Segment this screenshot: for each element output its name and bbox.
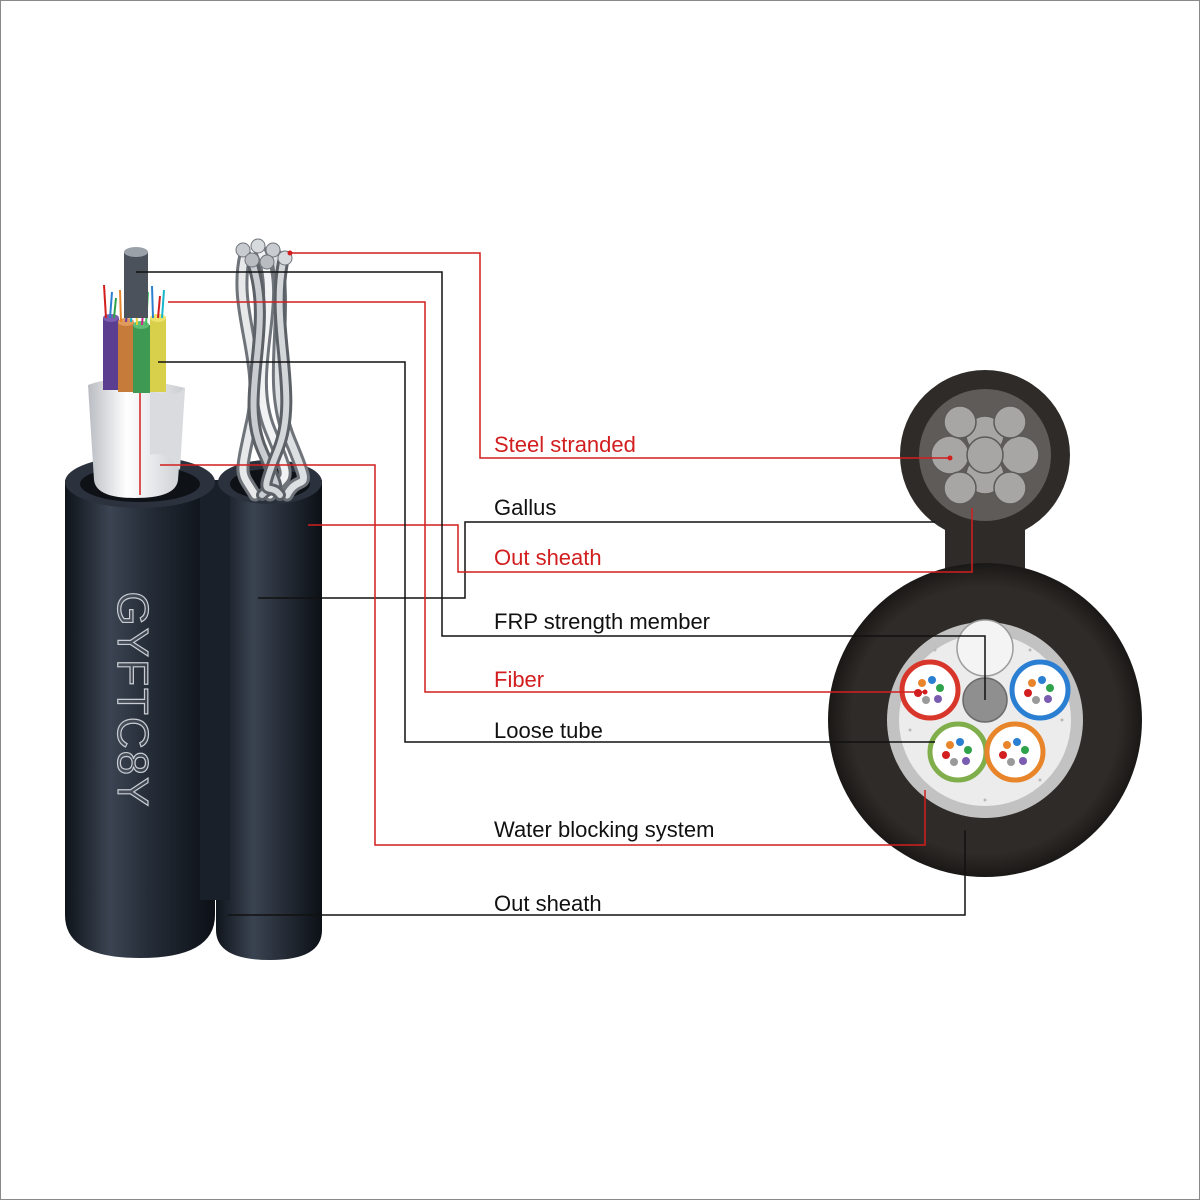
label-fiber: Fiber — [494, 667, 544, 692]
label-out-sheath-top: Out sheath — [494, 545, 602, 570]
callout-dots — [287, 250, 953, 695]
loose-tube-orange — [984, 721, 1046, 783]
callout-fiber-line — [168, 301, 925, 693]
callout-out-sheath-top-line — [308, 508, 973, 573]
label-water-blocking-system: Water blocking system — [494, 817, 714, 842]
cable-cutaway-icon: GYFTC8Y — [65, 238, 322, 960]
callout-out-sheath-bottom-line — [228, 830, 966, 916]
label-frp-strength-member: FRP strength member — [494, 609, 710, 634]
label-out-sheath-bottom: Out sheath — [494, 891, 602, 916]
loose-tube-green — [927, 721, 989, 783]
callout-loose-tube-line — [158, 361, 935, 743]
callout-gallus-line — [258, 521, 935, 599]
label-steel-stranded: Steel stranded — [494, 432, 636, 457]
loose-tube-red — [899, 659, 961, 721]
cable-cross-section-icon — [828, 370, 1142, 877]
label-loose-tube: Loose tube — [494, 718, 603, 743]
callout-water-blocking-line — [160, 464, 926, 846]
callout-steel-stranded-line — [290, 252, 950, 459]
model-marking: GYFTC8Y — [108, 592, 157, 809]
loose-tube-blue — [1009, 659, 1071, 721]
callout-frp-line — [136, 271, 986, 700]
callout-lines — [136, 252, 986, 916]
label-gallus: Gallus — [494, 495, 556, 520]
